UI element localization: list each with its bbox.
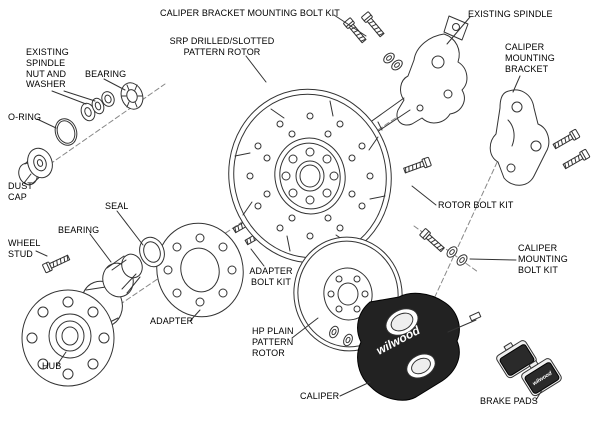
adapter-illustration (156, 222, 244, 318)
label-o-ring: O-RING (8, 112, 42, 122)
dust-cap-illustration (18, 147, 53, 186)
caliper-mounting-bracket-bolts-illustration (551, 128, 591, 171)
o-ring-illustration (54, 118, 78, 146)
label-caliper-mounting-bracket: CALIPER MOUNTING BRACKET (505, 42, 555, 74)
label-caliper-bracket-mounting-bolt-kit: CALIPER BRACKET MOUNTING BOLT KIT (160, 8, 340, 18)
seal-illustration (139, 236, 165, 268)
bearing-lower-illustration (102, 253, 143, 298)
label-dust-cap: DUST CAP (8, 181, 33, 202)
caliper-bracket-mounting-bolt-kit-illustration (342, 11, 405, 73)
caliper-illustration: wilwood (357, 292, 482, 401)
label-existing-spindle-nut-and-washer: EXISTING SPINDLE NUT AND WASHER (26, 47, 69, 90)
label-brake-pads: BRAKE PADS (480, 396, 538, 406)
spindle-nut-washer-illustration (80, 91, 115, 122)
leader-lines (23, 14, 543, 401)
label-rotor-bolt-kit: ROTOR BOLT KIT (438, 200, 514, 210)
caliper-mounting-bolt-kit-illustration (419, 227, 470, 268)
label-seal: SEAL (105, 201, 129, 211)
drilled-rotor-illustration (228, 88, 392, 264)
bearing-upper-illustration (120, 82, 144, 110)
label-existing-spindle: EXISTING SPINDLE (468, 9, 553, 19)
label-srp-rotor: SRP DRILLED/SLOTTED PATTERN ROTOR (169, 36, 275, 57)
label-hub: HUB (42, 361, 62, 371)
label-adapter-bolt-kit: ADAPTER BOLT KIT (249, 266, 293, 287)
label-bearing-upper: BEARING (85, 69, 127, 79)
label-hp-plain-pattern-rotor: HP PLAIN PATTERN ROTOR (252, 326, 294, 358)
label-wheel-stud: WHEEL STUD (8, 238, 41, 259)
caliper-mounting-bracket-illustration (489, 89, 550, 186)
hub-illustration (21, 280, 123, 387)
label-caliper: CALIPER (300, 391, 340, 401)
label-adapter: ADAPTER (150, 316, 194, 326)
label-bearing-lower: BEARING (58, 225, 100, 235)
brake-pads-illustration: wilwood (496, 340, 562, 397)
label-caliper-mounting-bolt-kit: CALIPER MOUNTING BOLT KIT (518, 243, 568, 275)
rotor-bolt-kit-illustration (402, 156, 432, 176)
